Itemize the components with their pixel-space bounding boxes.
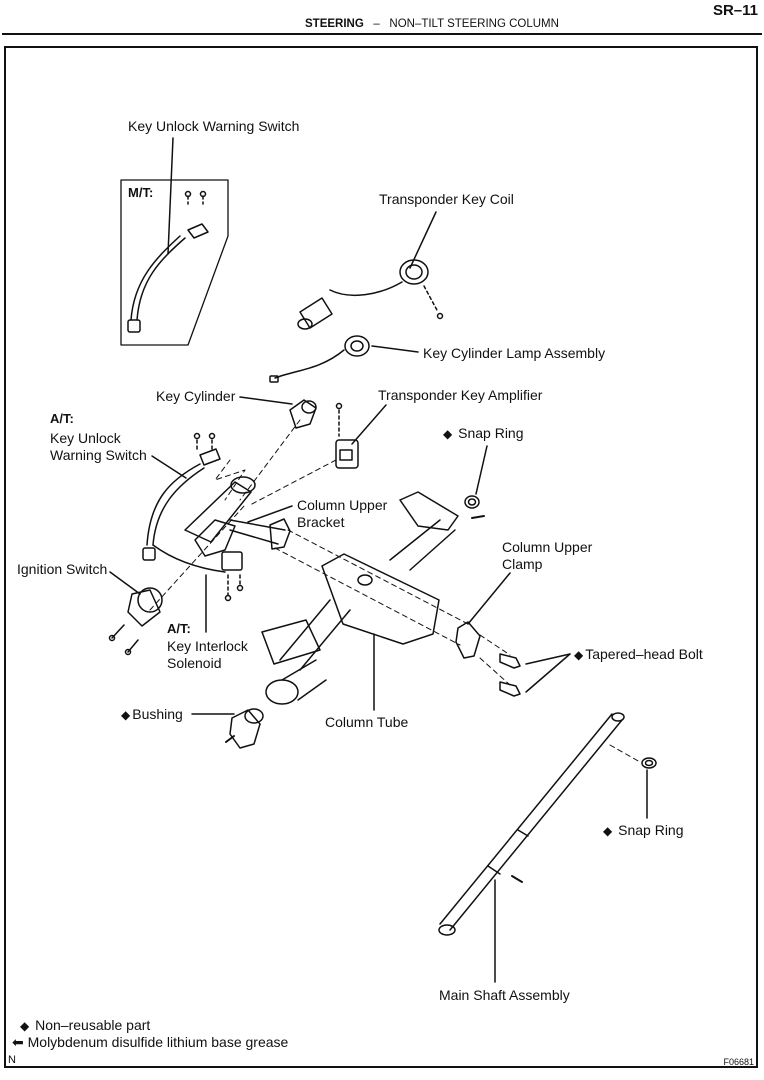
label-key-unlock-warning-switch-at-line2: Warning Switch <box>50 447 147 463</box>
figure-id: F06681 <box>723 1057 754 1067</box>
alignment-lines <box>149 419 641 763</box>
page-title: STEERING – NON–TILT STEERING COLUMN <box>305 18 559 30</box>
label-snap-ring-upper: ◆ Snap Ring <box>443 425 524 443</box>
leader-ignition-switch <box>109 571 141 595</box>
label-transponder-key-amplifier: Transponder Key Amplifier <box>378 387 543 403</box>
label-key-unlock-warning-switch-mt: Key Unlock Warning Switch <box>128 118 300 134</box>
label-at-tag-1: A/T: <box>50 411 74 426</box>
label-column-upper-bracket-line1: Column Upper <box>297 497 388 513</box>
diamond-icon: ◆ <box>443 427 453 441</box>
mt-inset-box <box>120 179 229 346</box>
column-tube-part <box>261 491 459 705</box>
diagram-frame <box>4 46 758 1068</box>
tapered-head-bolts-part <box>499 653 521 697</box>
label-key-interlock-solenoid-line2: Solenoid <box>167 655 222 671</box>
diamond-icon: ◆ <box>603 824 613 838</box>
grease-arrow-bushing <box>225 735 235 743</box>
label-column-upper-bracket-line2: Bracket <box>297 514 345 530</box>
leader-tapered-bolt-1 <box>525 653 571 665</box>
diamond-icon: ◆ <box>574 648 584 662</box>
leader-key-unlock-mt <box>167 137 174 255</box>
label-tapered-head-bolt: ◆Tapered–head Bolt <box>574 646 703 664</box>
tapered-head-bolt-text: Tapered–head Bolt <box>585 646 703 662</box>
label-key-interlock-solenoid-line1: Key Interlock <box>167 638 248 654</box>
label-key-unlock-warning-switch-at-line1: Key Unlock <box>50 430 121 446</box>
label-transponder-key-coil: Transponder Key Coil <box>379 191 514 207</box>
label-snap-ring-lower: ◆ Snap Ring <box>603 822 684 840</box>
bushing-part <box>229 708 264 749</box>
mt-key-unlock-switch-part <box>127 190 209 333</box>
snap-ring-lower-part <box>641 757 657 769</box>
section-title: STEERING <box>305 18 364 30</box>
label-mt-tag: M/T: <box>128 185 154 200</box>
title-separator: – <box>373 18 380 30</box>
corner-mark: N <box>8 1054 16 1066</box>
transponder-key-amplifier-part <box>335 402 359 469</box>
leader-key-unlock-at <box>151 455 187 479</box>
legend-non-reusable-text: Non–reusable part <box>35 1017 151 1033</box>
bushing-text: Bushing <box>132 706 183 722</box>
label-bushing: ◆Bushing <box>121 706 183 724</box>
leader-snap-ring-upper <box>475 445 488 495</box>
leader-upper-clamp <box>467 572 511 625</box>
leader-tapered-bolt-2 <box>525 653 571 693</box>
label-key-cylinder: Key Cylinder <box>156 388 236 404</box>
legend-grease-text: Molybdenum disulfide lithium base grease <box>27 1034 289 1050</box>
arrow-left-icon: ⬅ <box>12 1034 24 1050</box>
diamond-icon: ◆ <box>121 708 131 722</box>
label-key-cylinder-lamp-assembly: Key Cylinder Lamp Assembly <box>423 345 606 361</box>
label-main-shaft-assembly: Main Shaft Assembly <box>439 987 570 1003</box>
main-shaft-part <box>438 712 625 936</box>
key-cylinder-lamp-part <box>269 335 370 383</box>
key-interlock-solenoid-part <box>221 551 244 602</box>
subsection-title: NON–TILT STEERING COLUMN <box>389 18 559 30</box>
legend-grease: ⬅ Molybdenum disulfide lithium base grea… <box>12 1034 288 1051</box>
header-rule <box>2 33 762 35</box>
label-at-tag-2: A/T: <box>167 621 191 636</box>
label-column-upper-clamp-line2: Clamp <box>502 556 543 572</box>
at-key-unlock-switch-part <box>142 432 226 573</box>
column-upper-bracket-part <box>184 476 291 557</box>
page-code: SR–11 <box>712 2 758 19</box>
label-column-upper-clamp-line1: Column Upper <box>502 539 593 555</box>
transponder-key-coil-part <box>297 259 444 330</box>
key-cylinder-part <box>289 399 317 429</box>
column-upper-clamp-part <box>455 621 481 659</box>
leader-transponder-coil <box>409 211 437 269</box>
ignition-switch-part <box>108 587 163 656</box>
snap-ring-lower-text: Snap Ring <box>618 822 684 838</box>
leader-key-cylinder <box>239 396 293 405</box>
legend-non-reusable: ◆ Non–reusable part <box>20 1017 150 1033</box>
label-column-tube: Column Tube <box>325 714 409 730</box>
grease-arrow-shaft <box>511 875 523 883</box>
snap-ring-upper-text: Snap Ring <box>458 425 524 441</box>
leader-lamp-assembly <box>371 345 419 353</box>
leader-amplifier <box>351 404 387 445</box>
diamond-icon: ◆ <box>20 1019 30 1033</box>
leader-upper-bracket <box>247 505 293 523</box>
grease-arrow-upper <box>471 515 485 519</box>
snap-ring-upper-part <box>464 495 480 509</box>
label-ignition-switch: Ignition Switch <box>17 561 108 577</box>
